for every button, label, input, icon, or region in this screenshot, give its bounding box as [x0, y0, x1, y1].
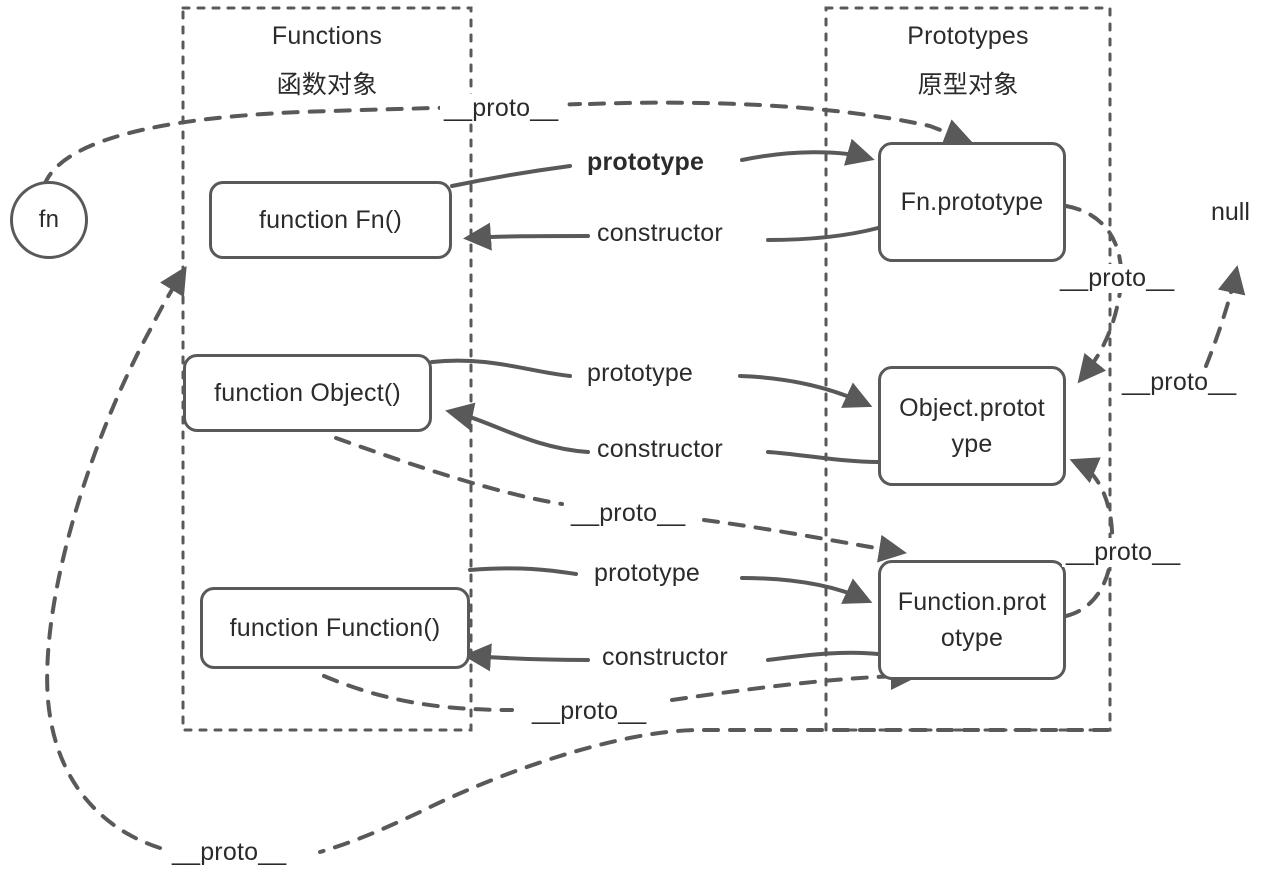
edge-fn-proto-top	[42, 102, 582, 188]
group-box-functions	[181, 6, 473, 732]
node-fn-label: fn	[38, 205, 60, 233]
node-function-prototype-label: Function.prot otype	[897, 587, 1047, 652]
edge-object-constructor-a	[766, 450, 880, 464]
node-function-fn[interactable]: function Fn()	[209, 181, 452, 259]
node-fn-prototype[interactable]: Fn.prototype	[878, 142, 1066, 262]
edge-label-proto-fnprototype: __proto__	[1056, 264, 1179, 293]
edge-label-constructor-object: constructor	[593, 435, 727, 464]
group-box-prototypes	[824, 6, 1112, 732]
edge-bottom-loop-b	[45, 266, 187, 850]
group-title-functions: Functions 函数对象	[183, 22, 471, 101]
edge-label-proto-objprototype-null: __proto__	[1118, 368, 1241, 397]
edge-fn-prototype-a	[450, 164, 572, 188]
node-function-function[interactable]: function Function()	[200, 587, 470, 669]
edge-label-prototype-fn: prototype	[583, 148, 709, 177]
node-object-prototype[interactable]: Object.protot ype	[878, 366, 1066, 486]
edge-label-constructor-function: constructor	[598, 643, 732, 672]
edge-object-funcproto-b	[702, 518, 907, 563]
group-title-prototypes-cn: 原型对象	[917, 71, 1019, 99]
node-function-function-label: function Function()	[229, 613, 441, 642]
edge-function-prototype-a	[468, 566, 578, 576]
edge-label-prototype-object: prototype	[583, 359, 698, 388]
edge-function-constructor-b	[463, 643, 590, 672]
edge-label-constructor-fn: constructor	[593, 219, 727, 248]
node-function-object[interactable]: function Object()	[183, 354, 432, 432]
group-title-prototypes: Prototypes 原型对象	[826, 22, 1110, 101]
node-null-label: null	[1211, 198, 1250, 226]
edge-label-proto-bottom-left: __proto__	[168, 838, 291, 867]
edge-fn-proto-top-2	[588, 100, 973, 146]
edge-label-proto-function-funcproto: __proto__	[528, 697, 651, 726]
edge-label-proto-top: __proto__	[440, 94, 563, 123]
edge-label-prototype-function: prototype	[590, 559, 705, 588]
edge-label-proto-funcprototype: __proto__	[1062, 538, 1185, 567]
edge-object-prototype-a	[430, 358, 572, 378]
edge-object-funcproto-a	[334, 436, 564, 506]
edge-fn-prototype-b	[740, 138, 875, 166]
node-function-object-label: function Object()	[214, 378, 401, 407]
group-title-functions-cn: 函数对象	[276, 71, 378, 99]
edge-object-prototype-b	[738, 374, 873, 408]
node-object-prototype-label: Object.protot ype	[899, 393, 1045, 458]
node-fn-prototype-label: Fn.prototype	[900, 187, 1044, 216]
edge-funcproto-objproto	[1064, 457, 1115, 618]
group-title-functions-en: Functions	[271, 22, 383, 50]
node-function-fn-label: function Fn()	[259, 205, 402, 234]
node-fn[interactable]: fn	[10, 181, 88, 259]
edge-bottom-loop-a	[318, 728, 1110, 854]
edge-object-constructor-b	[445, 402, 590, 454]
edge-fn-constructor-a	[766, 226, 880, 242]
group-title-prototypes-en: Prototypes	[907, 22, 1029, 50]
edge-label-proto-object-funcproto: __proto__	[567, 499, 690, 528]
edge-function-funcproto-b	[670, 662, 919, 702]
edge-function-constructor-a	[766, 650, 880, 662]
edge-function-funcproto-a	[322, 674, 514, 712]
edge-objproto-null	[1204, 265, 1246, 368]
edge-function-prototype-b	[740, 576, 873, 604]
edge-fn-constructor-b	[463, 222, 590, 251]
node-function-prototype[interactable]: Function.prot otype	[878, 560, 1066, 680]
